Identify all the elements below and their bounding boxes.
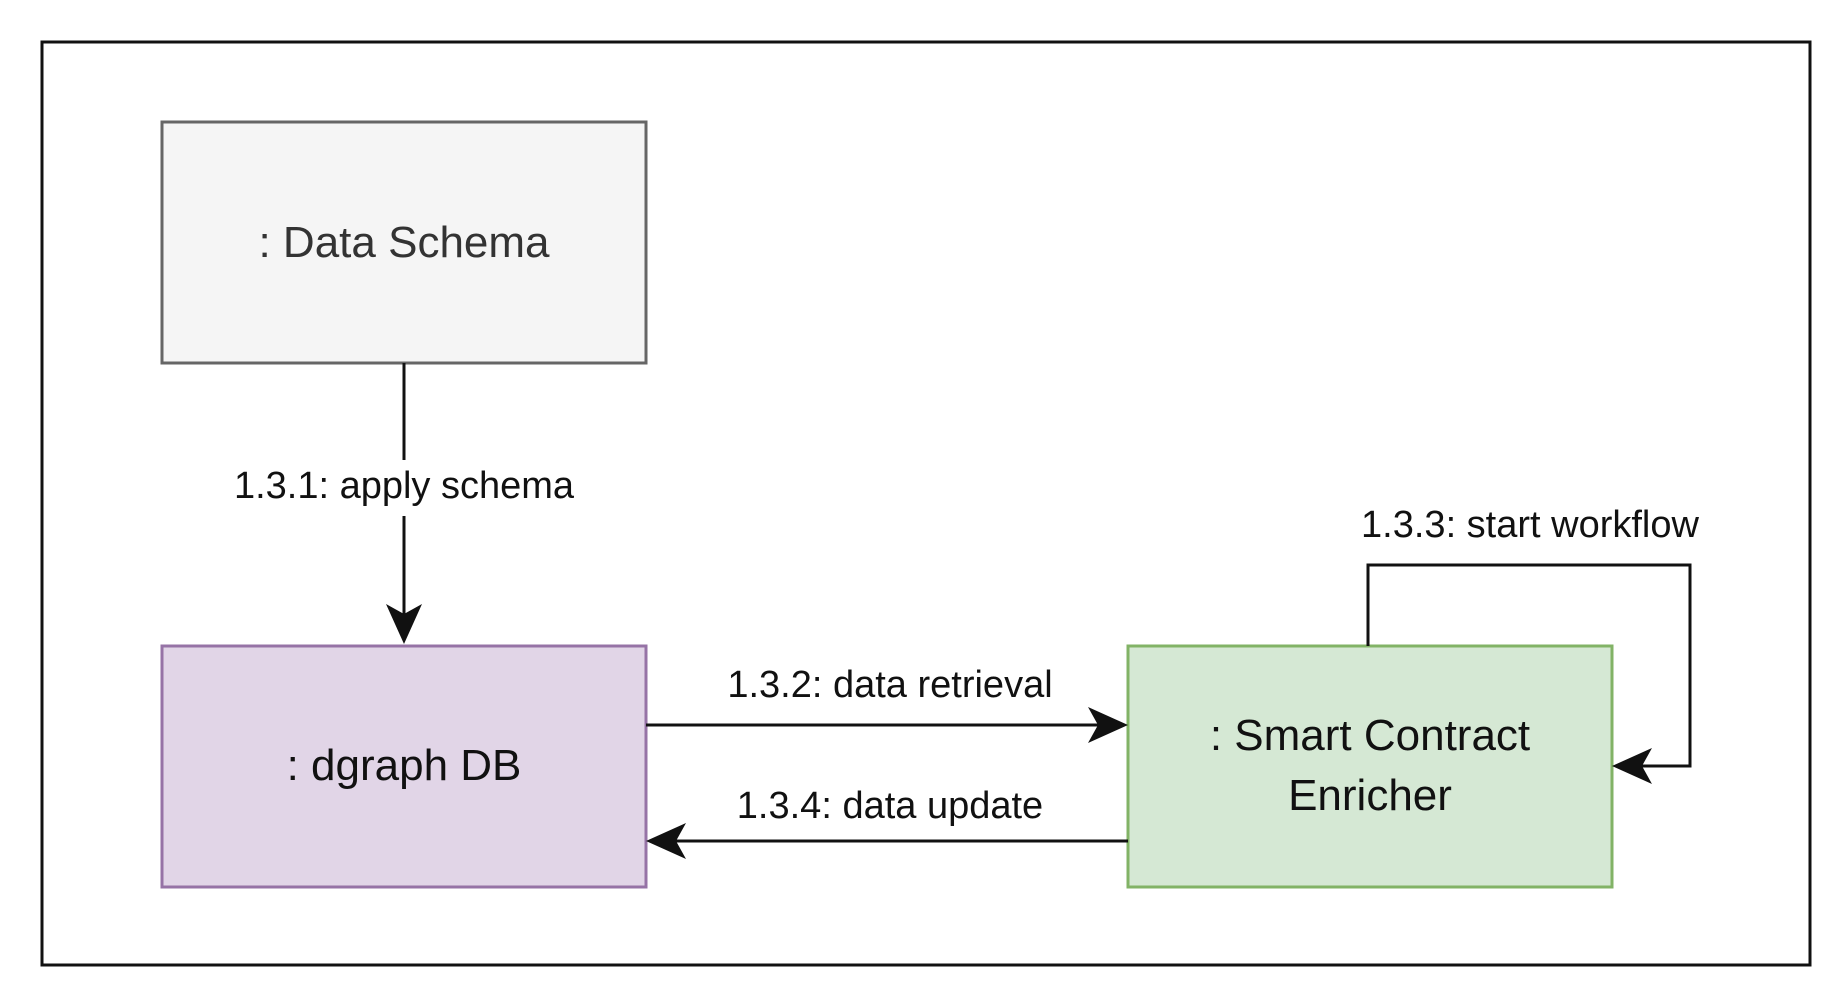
apply-schema-number: 1.3.1	[234, 465, 319, 507]
apply-schema-text: : apply schema	[318, 465, 574, 507]
edge-data-update[interactable]: 1.3.4: data update	[646, 785, 1128, 859]
apply-schema-label: 1.3.1: apply schema	[234, 465, 575, 507]
data-retrieval-label: 1.3.2: data retrieval	[727, 664, 1052, 706]
data-retrieval-number: 1.3.2	[727, 664, 812, 706]
dgraph-db-box	[160, 644, 648, 889]
enricher-box	[1126, 644, 1614, 889]
enricher-label-line1: : Smart Contract	[1210, 711, 1530, 760]
edge-start-workflow[interactable]: 1.3.3: start workflow	[1361, 504, 1700, 784]
data-schema-box	[160, 120, 648, 365]
dgraph-db-label: : dgraph DB	[287, 741, 522, 790]
data-update-label: 1.3.4: data update	[737, 785, 1043, 827]
data-retrieval-text: : data retrieval	[812, 664, 1053, 706]
start-workflow-number: 1.3.3	[1361, 504, 1446, 546]
apply-schema-label-bg	[200, 460, 610, 516]
start-workflow-text: : start workflow	[1446, 504, 1700, 546]
start-workflow-label: 1.3.3: start workflow	[1361, 504, 1699, 546]
data-schema-label: : Data Schema	[258, 218, 550, 267]
data-update-number: 1.3.4	[737, 785, 822, 827]
edge-apply-schema[interactable]: 1.3.1: apply schema	[200, 363, 610, 644]
node-dgraph-db[interactable]: : dgraph DB	[160, 644, 648, 889]
data-update-text: : data update	[821, 785, 1043, 827]
edge-data-retrieval[interactable]: 1.3.2: data retrieval	[646, 664, 1128, 743]
node-smart-contract-enricher[interactable]: : Smart Contract Enricher	[1126, 644, 1614, 889]
enricher-label-line2: Enricher	[1288, 771, 1452, 820]
start-workflow-connector	[1366, 563, 1692, 784]
node-data-schema[interactable]: : Data Schema	[160, 120, 648, 365]
